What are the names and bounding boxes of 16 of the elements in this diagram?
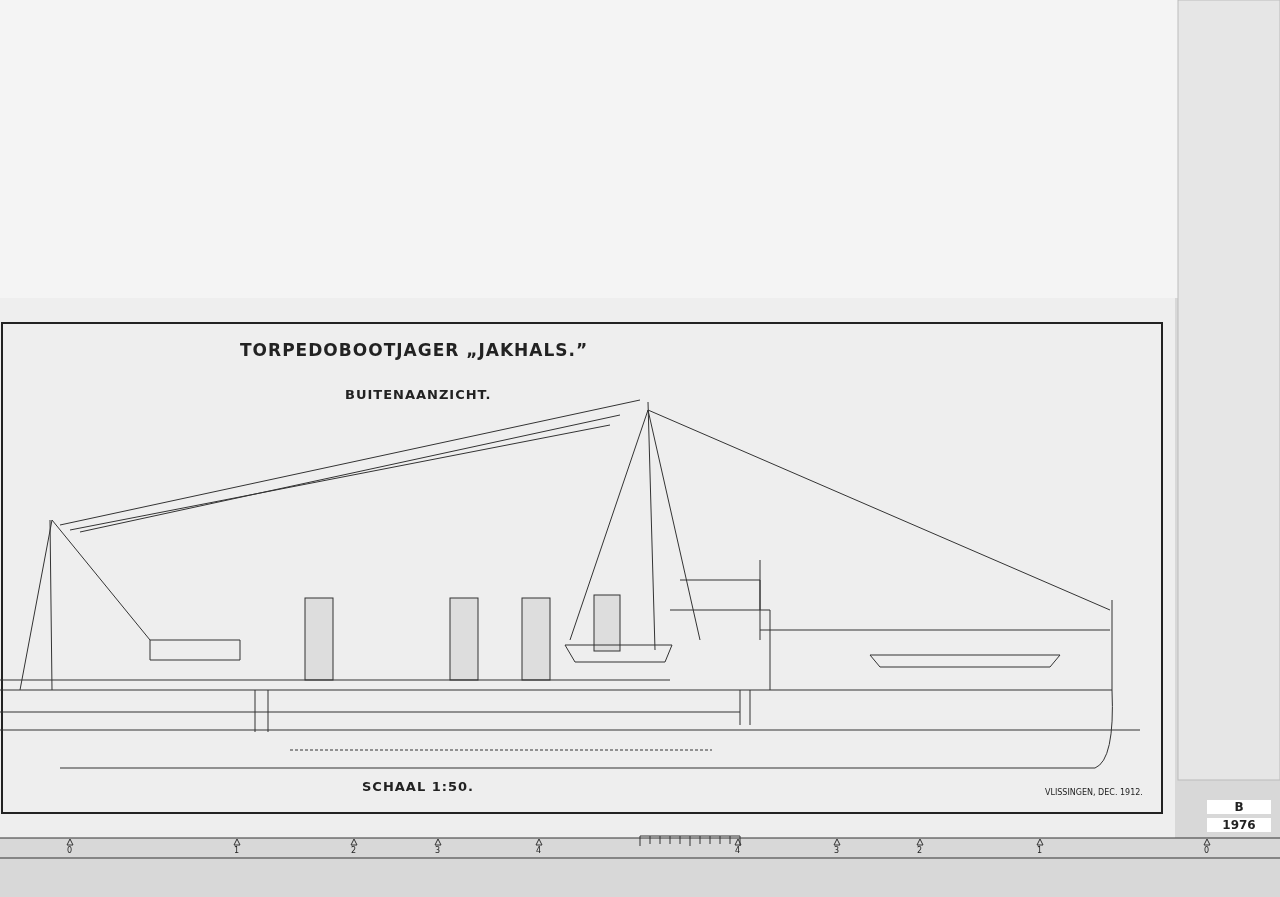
view-caption: BUITENAANZICHT. <box>345 387 492 402</box>
place-date-note: VLISSINGEN, DEC. 1912. <box>1045 788 1143 797</box>
scale-number: 3 <box>834 846 840 855</box>
scale-number: 1 <box>1037 846 1043 855</box>
scale-number: 0 <box>67 846 73 855</box>
scale-caption: SCHAAL 1:50. <box>362 779 474 794</box>
archive-tag: B <box>1207 800 1271 814</box>
scale-number: 0 <box>1204 846 1210 855</box>
archive-tag: 1976 <box>1207 818 1271 832</box>
scale-number: 1 <box>234 846 240 855</box>
scale-number: 2 <box>917 846 923 855</box>
scale-number: 4 <box>536 846 542 855</box>
drawing-title: TORPEDOBOOTJAGER „JAKHALS.” <box>240 340 589 360</box>
scale-number: 3 <box>435 846 441 855</box>
scale-number: 2 <box>351 846 357 855</box>
scale-number: 4 <box>735 846 741 855</box>
